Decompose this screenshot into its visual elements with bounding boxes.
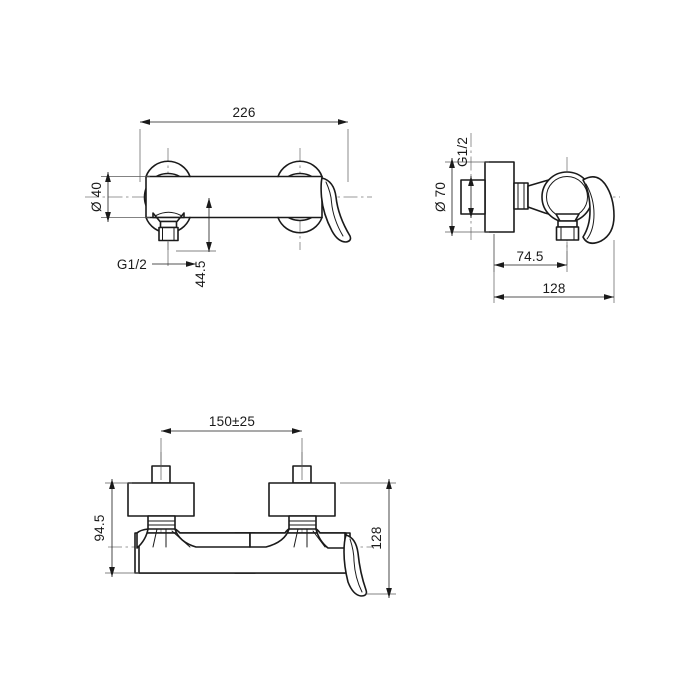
dim-front-thread: G1/2 bbox=[117, 240, 196, 272]
dim-150-label: 150±25 bbox=[209, 414, 255, 429]
side-flange-neck bbox=[513, 182, 529, 210]
dim-side-flange-diameter: Ø 70 bbox=[433, 158, 489, 236]
side-inlet-stub bbox=[460, 179, 486, 215]
dim-d70-label: Ø 70 bbox=[433, 182, 448, 212]
front-left-circle-top-arc bbox=[145, 160, 191, 178]
top-left-knob-neck bbox=[147, 515, 176, 530]
top-lever-handle bbox=[343, 534, 368, 597]
side-outlet-thread-body bbox=[555, 226, 580, 241]
side-lever-handle bbox=[582, 176, 615, 245]
front-body-group bbox=[143, 160, 325, 234]
top-lever-outline bbox=[343, 534, 368, 597]
dim-side-thread: G1/2 bbox=[455, 137, 474, 218]
top-right-knob-cap bbox=[268, 482, 336, 517]
side-lever-inner-line bbox=[585, 183, 595, 240]
side-valve-body-group bbox=[527, 171, 593, 241]
top-right-base-hint-3 bbox=[312, 530, 326, 548]
dim-top-height-left: 94.5 bbox=[92, 479, 139, 577]
top-left-knob-cap bbox=[127, 482, 195, 517]
top-left-base-hint-1 bbox=[152, 528, 158, 548]
top-left-base-flare-left bbox=[136, 528, 149, 549]
front-lever-outline bbox=[320, 177, 352, 243]
dim-front-overall-length: 226 bbox=[139, 105, 349, 182]
dim-top-spacing: 150±25 bbox=[160, 414, 303, 480]
top-right-base-flare-left bbox=[249, 528, 290, 548]
front-lever-inner-line bbox=[325, 181, 344, 237]
top-lever-inner-line bbox=[349, 538, 363, 593]
side-outlet-flare bbox=[555, 213, 580, 222]
dim-side-projection-total: 128 bbox=[493, 234, 615, 303]
top-right-knob-assembly bbox=[249, 465, 346, 549]
dim-d40-label: Ø 40 bbox=[89, 182, 104, 212]
front-inlet-flare-curve bbox=[155, 211, 182, 216]
front-lever-handle bbox=[320, 177, 352, 243]
front-right-circle-top-arc bbox=[277, 160, 323, 178]
front-inlet-connector bbox=[152, 211, 185, 242]
front-body-tube bbox=[145, 175, 323, 219]
dim-445-label: 44.5 bbox=[193, 260, 208, 287]
dim-top128-label: 128 bbox=[369, 526, 384, 549]
front-elevation-view: 226 Ø 40 G1/2 44.5 bbox=[85, 105, 372, 288]
side-outlet-collar bbox=[557, 220, 578, 228]
top-right-knob-neck bbox=[288, 515, 317, 530]
front-inlet-collar bbox=[159, 220, 178, 229]
side-wall-flange bbox=[484, 161, 515, 233]
dim-226-label: 226 bbox=[232, 105, 255, 120]
dim-g12-label: G1/2 bbox=[117, 257, 147, 272]
top-left-base-hint-3 bbox=[171, 530, 191, 548]
dim-745-label: 74.5 bbox=[516, 249, 543, 264]
top-right-base-hint-1 bbox=[293, 528, 299, 548]
front-inlet-thread-body bbox=[158, 226, 179, 242]
side-elevation-view: Ø 70 G1/2 74.5 128 bbox=[433, 133, 620, 303]
dim-front-diameter: Ø 40 bbox=[89, 172, 150, 222]
front-right-circle-bottom-arc bbox=[277, 216, 323, 234]
dim-side128-label: 128 bbox=[542, 281, 565, 296]
top-left-knob-assembly bbox=[127, 465, 251, 549]
dim-front-offset: 44.5 bbox=[176, 198, 216, 288]
dim-top-height-right: 128 bbox=[340, 479, 396, 598]
top-plan-view: 150±25 94.5 128 bbox=[92, 414, 396, 598]
dim-945-label: 94.5 bbox=[92, 514, 107, 541]
dim-side-g12-label: G1/2 bbox=[455, 137, 470, 167]
